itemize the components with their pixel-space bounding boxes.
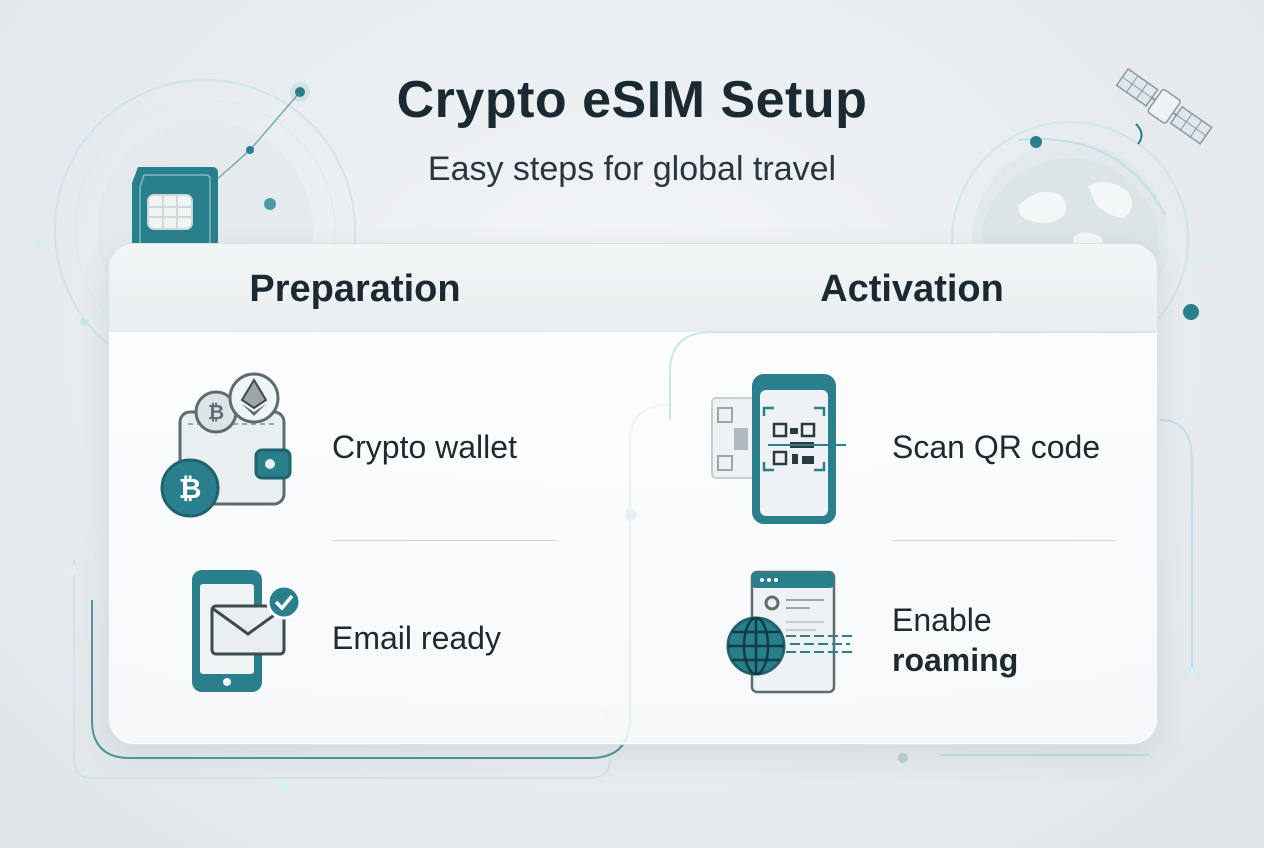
roaming-globe-icon [726,570,856,694]
svg-text:₿: ₿ [208,400,224,424]
step-enable-roaming-line1: Enable [892,602,992,638]
step-enable-roaming-line2: roaming [892,642,1019,678]
svg-text:₿: ₿ [179,472,202,505]
page-subtitle: Easy steps for global travel [427,150,837,188]
column-title-preparation: Preparation [249,268,461,310]
panel-header [109,244,1157,332]
step-scan-qr: Scan QR code [892,429,1101,465]
divider-preparation [332,540,558,541]
satellite-icon [1115,67,1213,145]
sim-card-icon [132,167,218,247]
crypto-wallet-icon: ₿ ₿ [160,372,292,518]
column-title-activation: Activation [820,268,1004,310]
divider-activation [892,540,1116,541]
step-email-ready: Email ready [332,620,501,656]
step-crypto-wallet: Crypto wallet [332,429,517,465]
page-title: Crypto eSIM Setup [396,71,868,129]
phone-email-icon [192,570,302,692]
qr-scan-icon [711,374,846,524]
step-enable-roaming: Enable roaming [892,600,1018,680]
